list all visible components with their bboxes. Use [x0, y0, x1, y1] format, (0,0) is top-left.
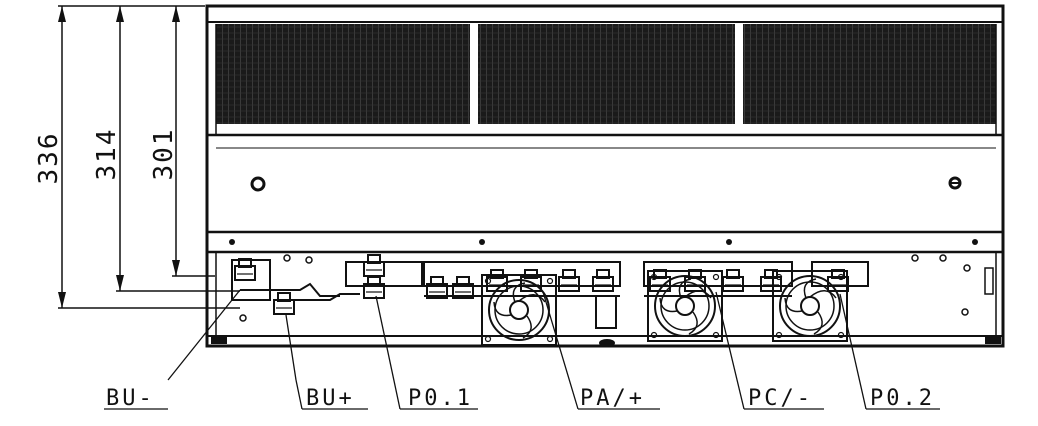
cooling-fan-3 — [772, 270, 848, 342]
unit-housing — [205, 4, 1005, 348]
heat-sink-fins — [216, 24, 996, 124]
label-bu-plus: BU+ — [306, 386, 355, 411]
dimension-lines — [58, 5, 240, 309]
label-pa-plus: PA/+ — [580, 386, 645, 411]
dimension-336: 336 — [34, 132, 64, 185]
dimension-301: 301 — [149, 128, 179, 181]
label-p0-2: P0.2 — [870, 386, 935, 411]
terminal-studs — [234, 254, 849, 315]
leader-lines — [104, 289, 940, 410]
label-pc-minus: PC/- — [748, 386, 813, 411]
label-bu-minus: BU- — [106, 386, 155, 411]
dimension-314: 314 — [92, 128, 122, 181]
label-p0-1: P0.1 — [408, 386, 473, 411]
